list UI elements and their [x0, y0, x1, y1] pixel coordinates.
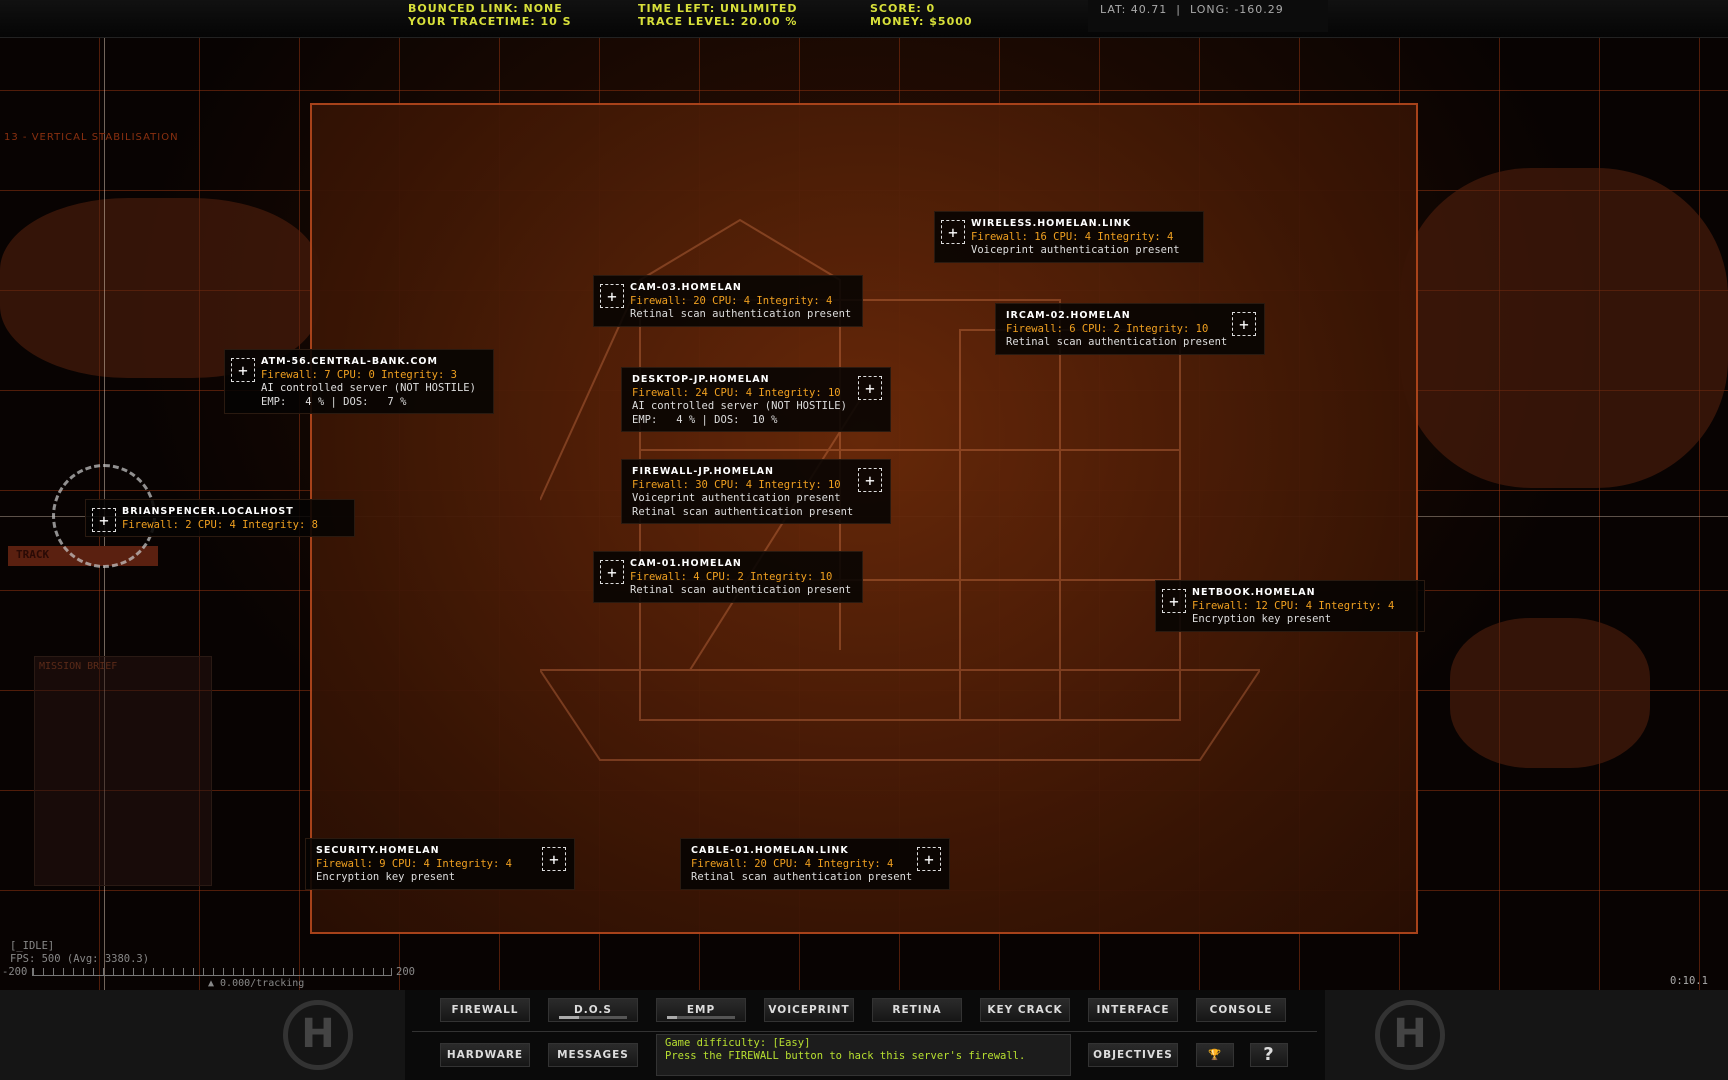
node-name: SECURITY.HOMELAN — [316, 845, 440, 856]
voiceprint-button[interactable]: VOICEPRINT — [764, 998, 854, 1022]
target-crosshair-icon[interactable]: + — [600, 284, 624, 308]
key-crack-button[interactable]: KEY CRACK — [980, 998, 1070, 1022]
node-name: WIRELESS.HOMELAN.LINK — [971, 218, 1132, 229]
message-line: Game difficulty: [Easy] — [665, 1037, 811, 1049]
dos-progress — [559, 1016, 627, 1019]
node-info: Encryption key present — [316, 871, 456, 883]
node-stats: Firewall: 20 CPU: 4 Integrity: 4 — [691, 857, 894, 870]
logo-left: H — [283, 1000, 353, 1070]
latitude: LAT: 40.71 — [1100, 3, 1168, 16]
help-icon[interactable]: ? — [1250, 1043, 1288, 1067]
message-box: Game difficulty: [Easy]Press the FIREWAL… — [656, 1034, 1071, 1076]
node-info: Retinal scan authentication present — [691, 871, 913, 883]
tracetime: Your tracetime: 10 s — [408, 15, 572, 28]
node-info: EMP: 4 % | DOS: 7 % — [261, 395, 407, 408]
node-stats: Firewall: 9 CPU: 4 Integrity: 4 — [316, 857, 512, 870]
node-info: EMP: 4 % | DOS: 10 % — [632, 413, 778, 426]
retina-button[interactable]: RETINA — [872, 998, 962, 1022]
coordinates: LAT: 40.71 | LONG: -160.29 — [1088, 0, 1328, 32]
target-crosshair-icon[interactable]: + — [1162, 589, 1186, 613]
interface-button[interactable]: INTERFACE — [1088, 998, 1178, 1022]
trace-level: Trace level: 20.00 % — [638, 15, 798, 28]
trophy-icon[interactable]: 🏆 — [1196, 1043, 1234, 1067]
score: Score: 0 — [870, 2, 936, 15]
money: Money: $5000 — [870, 15, 973, 28]
console-button[interactable]: CONSOLE — [1196, 998, 1286, 1022]
node-stats: Firewall: 4 CPU: 2 Integrity: 10 — [630, 570, 833, 583]
target-crosshair-icon[interactable]: + — [600, 560, 624, 584]
node-info: AI controlled server (NOT HOSTILE) — [632, 400, 847, 412]
scale-max: 200 — [396, 966, 415, 978]
target-crosshair-icon[interactable]: + — [917, 847, 941, 871]
tracking-scale — [32, 968, 392, 976]
bounced-link: Bounced link: none — [408, 2, 563, 15]
clock: 0:10.1 — [1670, 975, 1708, 987]
node-name: CABLE-01.HOMELAN.LINK — [691, 845, 849, 856]
node-stats: Firewall: 16 CPU: 4 Integrity: 4 — [971, 230, 1174, 243]
node-stats: Firewall: 6 CPU: 2 Integrity: 10 — [1006, 322, 1209, 335]
hardware-button[interactable]: HARDWARE — [440, 1043, 530, 1067]
node-stats: Firewall: 12 CPU: 4 Integrity: 4 — [1192, 599, 1395, 612]
node-name: FIREWALL-JP.HOMELAN — [632, 466, 774, 477]
node-name: BRIANSPENCER.LOCALHOST — [122, 506, 294, 517]
target-crosshair-icon[interactable]: + — [542, 847, 566, 871]
firewall-button[interactable]: FIREWALL — [440, 998, 530, 1022]
node-info: Retinal scan authentication present — [630, 584, 852, 596]
node-info: Encryption key present — [1192, 613, 1332, 625]
mission-brief-panel: MISSION BRIEF — [34, 656, 212, 886]
node-name: CAM-01.HOMELAN — [630, 558, 742, 569]
node-info: Retinal scan authentication present — [630, 308, 852, 320]
node-name: NETBOOK.HOMELAN — [1192, 587, 1316, 598]
stabilisation-label: 13 - VERTICAL STABILISATION — [4, 132, 179, 143]
node-name: ATM-56.CENTRAL-BANK.COM — [261, 356, 438, 367]
scale-min: -200 — [2, 966, 28, 978]
objectives-button[interactable]: OBJECTIVES — [1088, 1043, 1178, 1067]
status-bar: Bounced link: none Your tracetime: 10 s … — [0, 0, 1728, 38]
emp-button[interactable]: EMP — [656, 998, 746, 1022]
node-stats: Firewall: 7 CPU: 0 Integrity: 3 — [261, 368, 457, 381]
node-name: IRCAM-02.HOMELAN — [1006, 310, 1131, 321]
node-info: Retinal scan authentication present — [632, 505, 854, 518]
node-info: Voiceprint authentication present — [632, 492, 841, 504]
node-stats: Firewall: 30 CPU: 4 Integrity: 10 — [632, 478, 841, 491]
fps-readout: FPS: 500 (Avg: 3380.3) — [10, 953, 150, 965]
dos-button[interactable]: D.O.S — [548, 998, 638, 1022]
node-stats: Firewall: 20 CPU: 4 Integrity: 4 — [630, 294, 833, 307]
target-crosshair-icon[interactable]: + — [1232, 312, 1256, 336]
node-stats: Firewall: 2 CPU: 4 Integrity: 8 — [122, 518, 318, 531]
mission-brief-title: MISSION BRIEF — [39, 661, 118, 672]
target-crosshair-icon[interactable]: + — [858, 376, 882, 400]
time-left: Time left: unlimited — [638, 2, 798, 15]
target-crosshair-icon[interactable]: + — [941, 220, 965, 244]
dos-label: D.O.S — [574, 1004, 612, 1016]
node-info: Retinal scan authentication present — [1006, 336, 1228, 348]
target-crosshair-icon[interactable]: + — [858, 468, 882, 492]
logo-right: H — [1375, 1000, 1445, 1070]
target-crosshair-icon[interactable]: + — [92, 508, 116, 532]
messages-button[interactable]: MESSAGES — [548, 1043, 638, 1067]
node-info: AI controlled server (NOT HOSTILE) — [261, 382, 476, 394]
emp-progress — [667, 1016, 735, 1019]
target-crosshair-icon[interactable]: + — [231, 358, 255, 382]
emp-label: EMP — [686, 1004, 716, 1016]
longitude: LONG: -160.29 — [1189, 3, 1284, 16]
node-name: DESKTOP-JP.HOMELAN — [632, 374, 770, 385]
idle-status: [_IDLE] — [10, 940, 55, 952]
node-info: Voiceprint authentication present — [971, 244, 1180, 256]
tracking-readout: ▲ 0.000/tracking — [208, 978, 305, 989]
message-line: Press the FIREWALL button to hack this s… — [665, 1050, 1026, 1062]
node-stats: Firewall: 24 CPU: 4 Integrity: 10 — [632, 386, 841, 399]
node-name: CAM-03.HOMELAN — [630, 282, 742, 293]
